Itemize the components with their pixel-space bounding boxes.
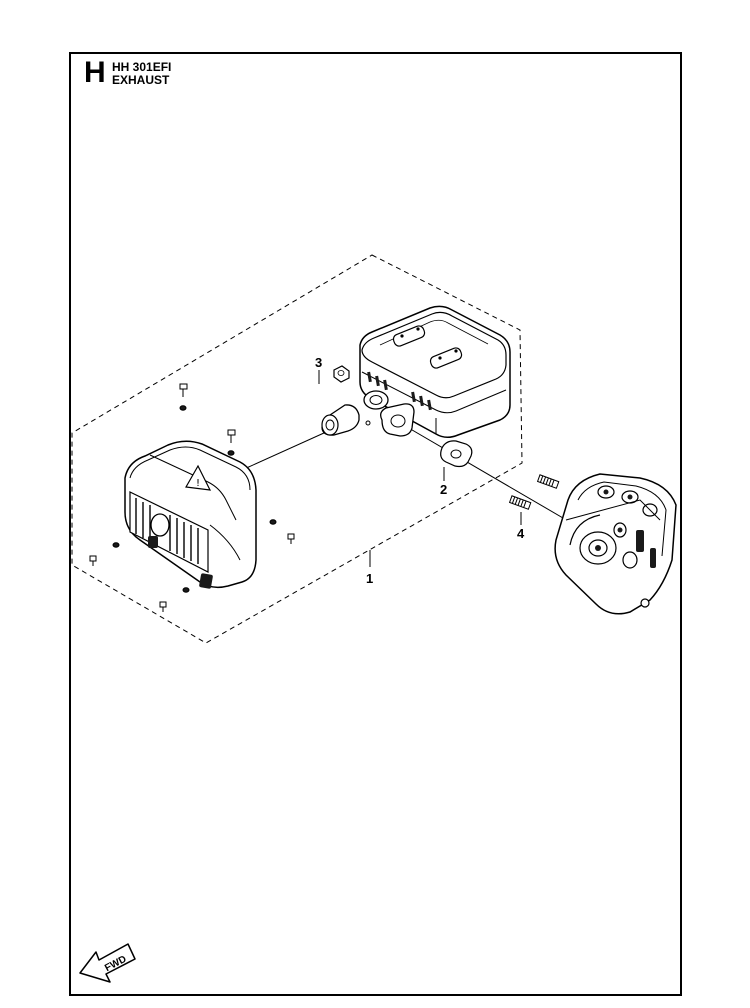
center-line-flange: [394, 419, 576, 526]
heat-shield: !: [124, 440, 257, 589]
section-title: EXHAUST: [112, 73, 170, 87]
exhaust-pipe: [321, 404, 360, 436]
callout-4: 4: [517, 526, 525, 541]
diagram-frame: [69, 52, 682, 996]
gasket: [440, 440, 473, 468]
cylinder-head: [554, 473, 677, 615]
assembly-boundary: [71, 254, 523, 644]
callout-2: 2: [440, 482, 447, 497]
model-name: HH 301EFI: [112, 60, 172, 74]
fasteners: [89, 383, 295, 612]
section-letter: H: [84, 56, 106, 89]
svg-text:!: !: [196, 478, 200, 489]
callout-3: 3: [315, 355, 322, 370]
studs: [508, 474, 560, 510]
callout-leaders: [318, 370, 522, 567]
nut: [333, 365, 350, 383]
center-line-pipe: [241, 427, 336, 471]
muffler: [359, 305, 511, 438]
fwd-arrow-icon: FWD: [79, 943, 136, 983]
callout-1: 1: [366, 571, 373, 586]
